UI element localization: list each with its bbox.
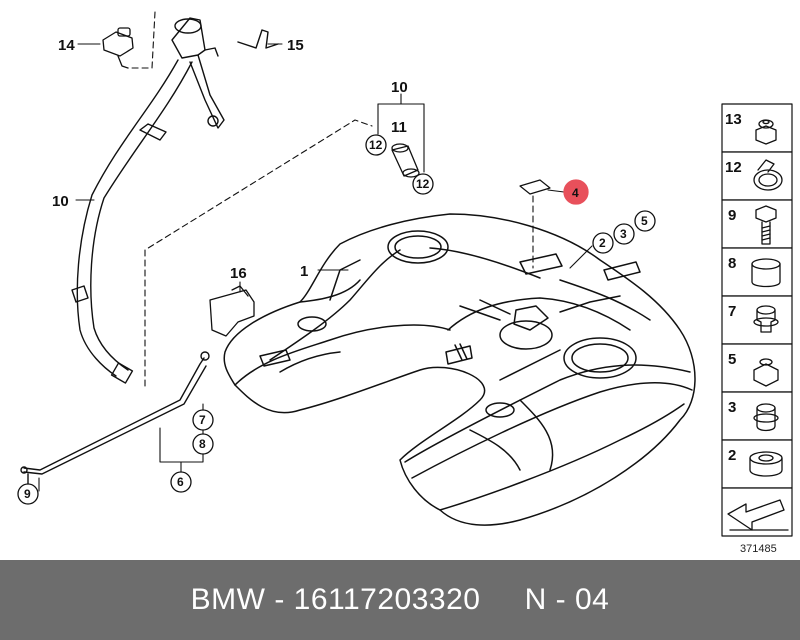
part-number-caption: BMW - 16117203320 N - 04 xyxy=(190,583,610,616)
grommet-icon-7 xyxy=(753,305,779,333)
callout-10-top: 10 xyxy=(391,79,408,96)
diagram-number: 371485 xyxy=(740,543,777,555)
callout-16: 16 xyxy=(230,265,247,282)
callout-6: 6 xyxy=(177,475,184,489)
label-tag-4 xyxy=(519,179,551,195)
callout-8: 8 xyxy=(199,437,206,451)
hose-clamp-icon-12 xyxy=(753,159,783,191)
rubber-buffer-icon-8 xyxy=(751,258,781,288)
callout-5: 5 xyxy=(641,214,648,228)
callout-4-highlighted: 4 xyxy=(572,186,579,200)
side-panel-label-2: 2 xyxy=(728,447,736,464)
side-panel-label-3: 3 xyxy=(728,399,736,416)
filler-neck-hose xyxy=(71,17,225,384)
callout-7: 7 xyxy=(199,413,206,427)
fuel-tank-parts-diagram: 14 15 10 11 10 16 1 12 12 4 2 3 5 7 8 6 … xyxy=(17,11,793,555)
sleeve-part-11 xyxy=(391,143,420,178)
leader-lines xyxy=(38,43,593,492)
grommet-icon-3 xyxy=(753,403,779,432)
clip-part-15 xyxy=(237,29,279,49)
callout-3: 3 xyxy=(620,227,627,241)
side-panel-label-13: 13 xyxy=(725,111,742,128)
side-panel-label-7: 7 xyxy=(728,303,736,320)
direction-arrow-icon xyxy=(727,499,789,531)
assembly-leader-dashed xyxy=(127,11,534,387)
callout-12-a: 12 xyxy=(369,138,383,152)
side-panel-label-8: 8 xyxy=(728,255,736,272)
callout-11: 11 xyxy=(391,119,407,136)
nut-icon-5 xyxy=(753,358,779,387)
bolt-icon-9 xyxy=(755,205,777,245)
callout-12-b: 12 xyxy=(416,177,430,191)
side-panel-label-9: 9 xyxy=(728,207,736,224)
side-panel-label-12: 12 xyxy=(725,159,742,176)
callout-14: 14 xyxy=(58,37,75,54)
heat-shield-16 xyxy=(209,285,255,337)
callout-10-hose: 10 xyxy=(52,193,69,210)
nut-icon-13 xyxy=(755,119,777,145)
callout-circles xyxy=(17,134,656,505)
rubber-ring-icon-2 xyxy=(749,451,783,477)
fuel-tank xyxy=(223,213,696,526)
callout-9: 9 xyxy=(24,487,31,501)
bracket-lines xyxy=(377,93,425,173)
footer-bar: BMW - 16117203320 N - 04 xyxy=(0,560,800,640)
tank-strap-9 xyxy=(20,351,210,485)
callout-2: 2 xyxy=(599,236,606,250)
callout-1: 1 xyxy=(300,263,308,280)
filler-cap xyxy=(102,27,134,69)
callout-15: 15 xyxy=(287,37,304,54)
side-panel-label-5: 5 xyxy=(728,351,736,368)
